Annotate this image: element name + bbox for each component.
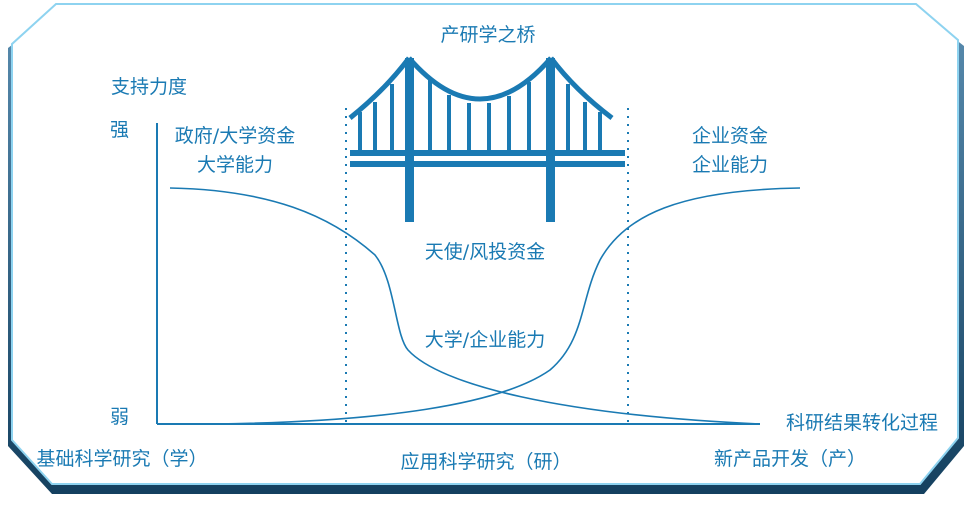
left-curve-label-2: 大学能力 (196, 154, 273, 176)
x-axis-label: 科研结果转化过程 (786, 412, 939, 434)
middle-bottom-label: 大学/企业能力 (424, 329, 546, 351)
y-axis-weak-label: 弱 (110, 406, 130, 428)
middle-top-label: 天使/风投资金 (424, 241, 546, 263)
frame (11, 3, 959, 485)
left-curve-label-1: 政府/大学资金 (174, 125, 296, 147)
diagram-title: 产研学之桥 (440, 24, 536, 46)
right-curve-label-2: 企业能力 (691, 154, 768, 176)
bridge-icon (348, 56, 625, 222)
stage-basic-research: 基础科学研究（学） (36, 448, 208, 470)
y-axis-label: 支持力度 (111, 76, 188, 98)
y-axis-strong-label: 强 (110, 119, 130, 141)
stage-product-development: 新产品开发（产） (713, 448, 866, 470)
stage-applied-research: 应用科学研究（研） (400, 451, 572, 473)
curve-government-university (169, 187, 761, 425)
right-curve-label-1: 企业资金 (691, 125, 768, 147)
curve-enterprise (214, 187, 801, 425)
